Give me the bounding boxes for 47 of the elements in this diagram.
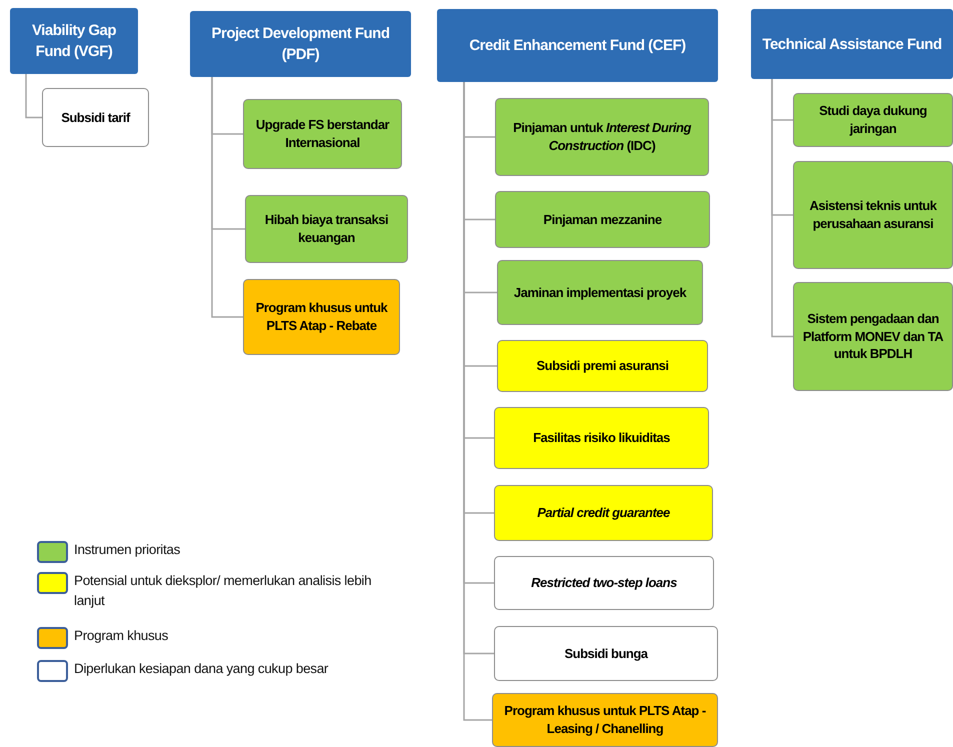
instrument-box [793,282,953,391]
instrument-box [492,693,718,747]
instrument-label: Hibah biaya transaksi keuangan [264,211,390,247]
instrument-box [494,485,713,541]
fund-header [190,11,411,77]
fund-title: Viability Gap Fund (VGF) [30,21,118,62]
instrument-label: Subsidi bunga [564,644,648,662]
instrument-box [494,556,714,610]
instrument-box [243,99,402,169]
instrument-label: Partial credit guarantee [537,504,670,522]
instrument-label: Subsidi tarif [61,108,130,126]
instrument-box [494,626,718,681]
fund-header [751,9,953,79]
instrument-label: Program khusus untuk PLTS Atap - Rebate [254,299,389,335]
connector-line [211,77,243,318]
instrument-label: Studi daya dukung jaringan [818,102,928,138]
fund-title: Project Development Fund (PDF) [210,24,391,65]
instrument-label: Jaminan implementasi proyek [514,284,686,302]
fund-header [437,9,718,82]
instrument-label: Pinjaman untuk Interest During Construction (IDC) [512,119,692,155]
legend-label: Program khusus [74,627,170,645]
instrument-label: Pinjaman mezzanine [543,210,662,228]
instrument-box [495,98,709,176]
fund-title: Technical Assistance Fund [762,34,942,54]
instrument-label: Sistem pengadaan dan Platform MONEV dan TA untuk BPDLH [802,310,944,363]
instrument-label: Asistensi teknis untuk perusahaan asuransi [808,197,938,233]
instrument-box [494,407,709,469]
instrument-label: Subsidi premi asuransi [536,357,669,375]
connector-line [771,79,793,338]
fund-header [10,8,138,74]
instrument-box [497,340,708,392]
instrument-box [243,279,400,355]
instrument-label: Program khusus untuk PLTS Atap - Leasing / Chanelling [503,702,707,738]
instrument-box [793,161,953,269]
legend-label: Potensial untuk dieksplor/ memerlukan analisis lebih lanjut [74,572,372,610]
fund-title: Credit Enhancement Fund (CEF) [469,36,686,56]
connector-line [25,74,42,118]
instrument-label: Upgrade FS berstandar Internasional [254,116,390,152]
instrument-box [793,93,953,147]
instrument-label: Fasilitas risiko likuiditas [533,429,670,447]
instrument-box [495,191,710,248]
instrument-box [42,88,149,147]
legend-label: Diperlukan kesiapan dana yang cukup besar [74,660,330,678]
instrument-label: Restricted two-step loans [531,574,677,592]
legend-label: Instrumen prioritas [74,541,182,559]
instrument-box [497,260,703,325]
instrument-box [245,195,408,263]
